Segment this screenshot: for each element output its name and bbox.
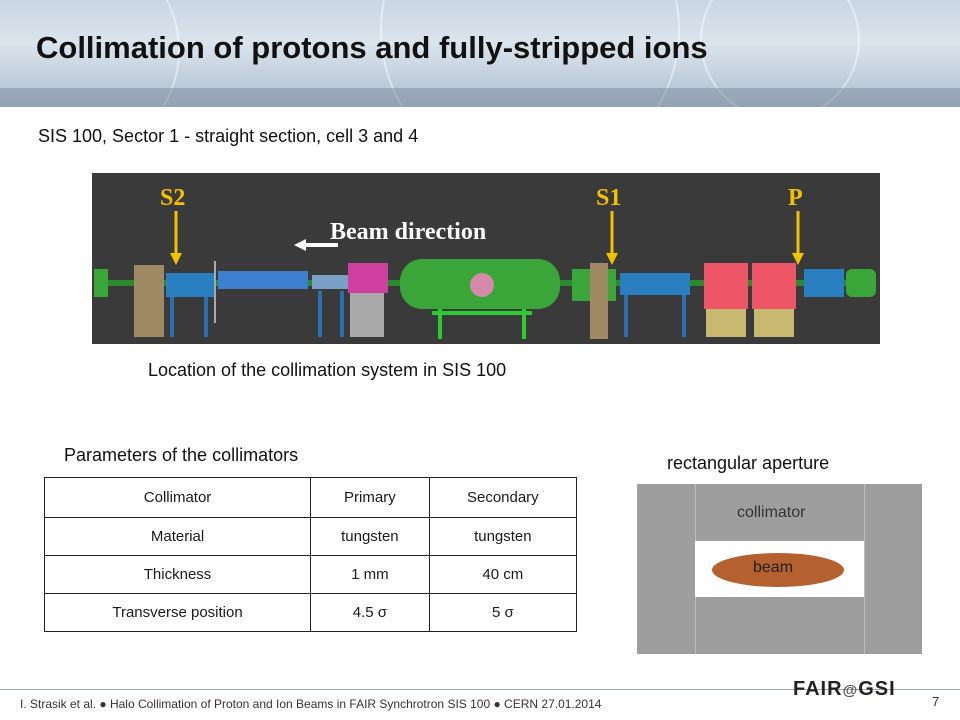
table-header-cell: Collimator <box>43 477 312 518</box>
label-p: P <box>788 185 803 211</box>
pink-magnet <box>348 263 388 293</box>
aperture-title: rectangular aperture <box>667 453 830 473</box>
beam-ellipse <box>712 553 844 587</box>
page-number: 7 <box>932 694 940 709</box>
table-cell: Thickness <box>43 555 312 594</box>
table-row: Thickness 1 mm 40 cm <box>43 555 578 594</box>
magnet-end <box>94 269 108 297</box>
logo-at: @ <box>842 682 859 699</box>
quadrupole-magnet <box>752 263 796 309</box>
quadrupole-magnet <box>704 263 748 309</box>
collimator-s1-block <box>590 263 608 339</box>
params-table: Collimator Primary Secondary Material tu… <box>43 477 578 632</box>
logo-fair: FAIR <box>793 678 843 700</box>
fair-gsi-logo: FAIR@GSI <box>793 678 896 701</box>
label-s1: S1 <box>596 185 621 211</box>
collimator-label: collimator <box>737 504 806 521</box>
vacuum-chamber <box>166 273 216 297</box>
table-row: Transverse position 4.5 σ 5 σ <box>43 593 578 632</box>
header-decoration <box>0 0 180 107</box>
table-cell: 4.5 σ <box>310 593 430 632</box>
table-cell: tungsten <box>310 517 430 556</box>
beam-tube <box>218 271 308 289</box>
beam-label: beam <box>753 559 794 576</box>
aperture-edge <box>864 484 865 654</box>
collimator-s2-block <box>134 265 164 337</box>
label-s2: S2 <box>160 185 185 211</box>
header-rule <box>0 88 960 107</box>
header-band <box>0 0 960 107</box>
footer-text: I. Strasik et al. ● Halo Collimation of … <box>20 697 602 711</box>
aperture-diagram: collimator beam <box>637 484 922 654</box>
table-row: Material tungsten tungsten <box>43 517 578 556</box>
table-cell: 40 cm <box>428 555 578 594</box>
label-beam-direction: Beam direction <box>330 219 486 245</box>
table-header-cell: Primary <box>310 477 430 518</box>
footer-rule <box>0 689 960 690</box>
beamline-render: S2 S1 P Beam direction <box>92 173 880 344</box>
support-box <box>350 293 384 337</box>
section-subtitle: SIS 100, Sector 1 - straight section, ce… <box>38 126 419 146</box>
params-title: Parameters of the collimators <box>64 445 299 465</box>
table-cell: 1 mm <box>310 555 430 594</box>
table-cell: tungsten <box>428 517 578 556</box>
table-cell: 5 σ <box>428 593 578 632</box>
table-cell: Transverse position <box>43 593 312 632</box>
table-header-cell: Secondary <box>428 477 578 518</box>
table-cell: Material <box>43 517 312 556</box>
beamline-caption: Location of the collimation system in SI… <box>148 360 507 380</box>
logo-gsi: GSI <box>858 678 896 700</box>
table-header-row: Collimator Primary Secondary <box>43 477 578 518</box>
beamline-diagram: S2 S1 P Beam direction <box>92 173 880 344</box>
slide-title: Collimation of protons and fully-strippe… <box>36 30 708 65</box>
